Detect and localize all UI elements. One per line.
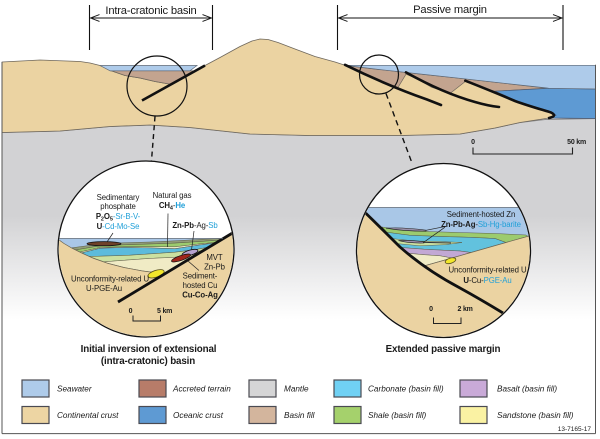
svg-text:2 km: 2 km [458, 306, 473, 313]
svg-text:Shale (basin fill): Shale (basin fill) [368, 411, 427, 420]
svg-text:phosphate: phosphate [100, 202, 136, 211]
svg-text:U-PGE-Au: U-PGE-Au [86, 284, 122, 293]
svg-text:50 km: 50 km [567, 139, 586, 146]
svg-text:5 km: 5 km [157, 308, 172, 315]
svg-text:Sediment-: Sediment- [183, 272, 218, 281]
svg-text:0: 0 [471, 139, 475, 146]
svg-text:Sandstone (basin fill): Sandstone (basin fill) [497, 411, 574, 420]
svg-text:U-Cu-PGE-Au: U-Cu-PGE-Au [463, 276, 511, 285]
svg-text:Passive margin: Passive margin [413, 4, 487, 16]
svg-text:13-7165-17: 13-7165-17 [558, 426, 592, 433]
svg-text:Carbonate (basin fill): Carbonate (basin fill) [368, 385, 444, 394]
svg-text:Basin fill: Basin fill [284, 411, 315, 420]
svg-text:Unconformity-related U: Unconformity-related U [449, 266, 527, 275]
svg-text:0: 0 [129, 308, 133, 315]
svg-text:Seawater: Seawater [57, 385, 92, 394]
svg-text:Zn-Pb-Ag-Sb-Hg-barite: Zn-Pb-Ag-Sb-Hg-barite [441, 220, 521, 229]
svg-text:Initial inversion of extension: Initial inversion of extensional [81, 344, 217, 355]
svg-text:Accreted terrain: Accreted terrain [172, 385, 231, 394]
svg-text:P2O5-Sr-B-V-: P2O5-Sr-B-V- [96, 212, 141, 223]
svg-text:Continental crust: Continental crust [57, 411, 119, 420]
svg-text:Sediment-hosted Zn: Sediment-hosted Zn [447, 210, 515, 219]
svg-text:Oceanic crust: Oceanic crust [173, 411, 224, 420]
svg-text:CH4-He: CH4-He [159, 201, 186, 212]
svg-text:Zn-Pb: Zn-Pb [204, 263, 225, 272]
svg-text:Unconformity-related U: Unconformity-related U [71, 275, 149, 284]
svg-text:Mantle: Mantle [284, 385, 309, 394]
svg-text:Intra-cratonic basin: Intra-cratonic basin [105, 5, 196, 17]
svg-text:Extended passive margin: Extended passive margin [386, 344, 501, 355]
svg-text:Cu-Co-Ag: Cu-Co-Ag [182, 291, 218, 300]
svg-text:Natural gas: Natural gas [153, 191, 192, 200]
svg-text:hosted Cu: hosted Cu [183, 281, 218, 290]
svg-text:MVT: MVT [206, 253, 222, 262]
svg-text:Zn-Pb-Ag-Sb: Zn-Pb-Ag-Sb [172, 221, 218, 230]
svg-text:U-Cd-Mo-Se: U-Cd-Mo-Se [97, 222, 140, 231]
svg-text:(intra-cratonic) basin: (intra-cratonic) basin [101, 356, 195, 367]
svg-text:Basalt (basin fill): Basalt (basin fill) [497, 385, 557, 394]
svg-text:0: 0 [429, 306, 433, 313]
svg-text:Sedimentary: Sedimentary [97, 193, 140, 202]
